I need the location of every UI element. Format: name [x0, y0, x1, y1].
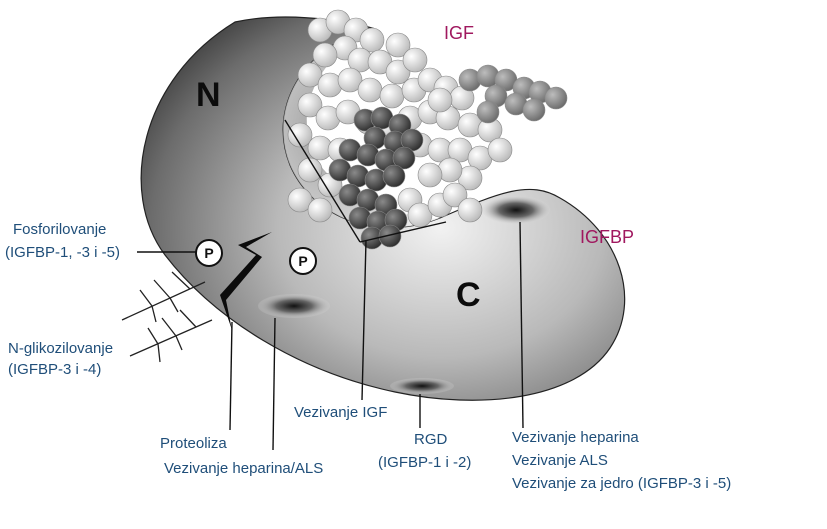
- phosphate-marker: P: [289, 247, 317, 275]
- als-binding-label: Vezivanje ALS: [512, 451, 608, 470]
- rgd-label: RGD: [414, 430, 447, 449]
- igf-atom: [403, 48, 427, 72]
- igf-atom: [523, 99, 545, 121]
- c-domain-label: C: [456, 276, 481, 315]
- igf-atom: [418, 163, 442, 187]
- heparin-binding-site: [482, 196, 550, 224]
- phosphate-marker: P: [195, 239, 223, 267]
- phosphorylation-label: Fosforilovanje: [13, 220, 106, 239]
- n-domain-label: N: [196, 76, 221, 115]
- igf-atom: [383, 165, 405, 187]
- igf-atom: [488, 138, 512, 162]
- igf-atom: [308, 198, 332, 222]
- igfbp-label: IGFBP: [580, 228, 634, 247]
- rgd-site: [390, 378, 454, 394]
- igf-label: IGF: [444, 24, 474, 43]
- igf-binding-label: Vezivanje IGF: [294, 403, 387, 422]
- igf-atom: [313, 43, 337, 67]
- igf-atom: [458, 198, 482, 222]
- glycosylation-trees: [122, 272, 212, 362]
- proteolysis-label: Proteoliza: [160, 434, 227, 453]
- igf-atom: [358, 78, 382, 102]
- igf-atom: [545, 87, 567, 109]
- glycosylation-sublabel: (IGFBP-3 i -4): [8, 360, 101, 379]
- heparin-binding-label: Vezivanje heparina: [512, 428, 639, 447]
- igf-atom: [380, 84, 404, 108]
- glycosylation-label: N-glikozilovanje: [8, 339, 113, 358]
- igf-atom: [428, 88, 452, 112]
- heparin-als-binding-site: [258, 294, 330, 318]
- rgd-sublabel: (IGFBP-1 i -2): [378, 453, 471, 472]
- igf-atom: [379, 225, 401, 247]
- nucleus-binding-label: Vezivanje za jedro (IGFBP-3 i -5): [512, 474, 731, 493]
- heparin-als-label: Vezivanje heparina/ALS: [164, 459, 323, 478]
- phosphorylation-sublabel: (IGFBP-1, -3 i -5): [5, 243, 120, 262]
- igf-atom: [477, 101, 499, 123]
